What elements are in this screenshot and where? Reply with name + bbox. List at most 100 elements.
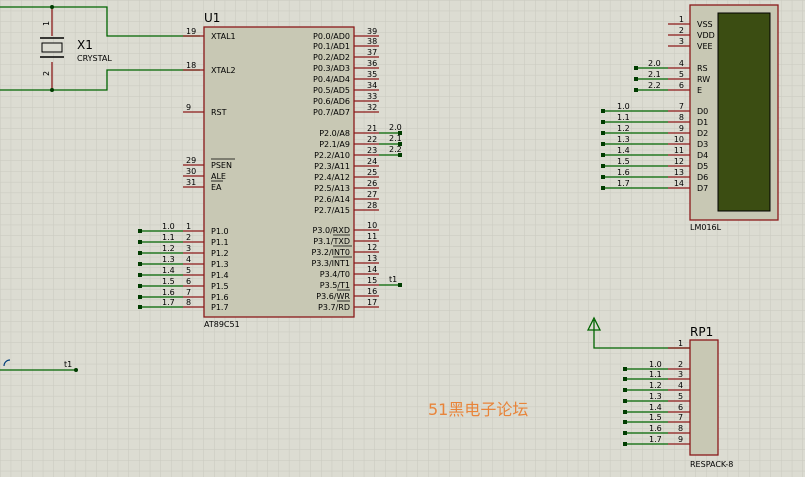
lcd-pin-number: 5 [679, 70, 684, 79]
respack-pin-number: 3 [678, 370, 683, 379]
mcu-pin-number: 16 [367, 287, 377, 296]
net-label: 2.1 [389, 134, 402, 143]
mcu-pin-name: P1.4 [211, 271, 229, 280]
mcu-pin-name: P2.0/A8 [319, 129, 350, 138]
mcu-pin-number: 10 [367, 221, 377, 230]
lcd-pin-name: D0 [697, 107, 708, 116]
net-label: 1.7 [162, 298, 175, 307]
net-label: 2.2 [648, 81, 661, 90]
mcu-pin-number: 31 [186, 178, 196, 187]
mcu-pin-name: P1.1 [211, 238, 229, 247]
mcu-pin-name: P0.6/AD6 [313, 97, 350, 106]
mcu-pin-number: 9 [186, 103, 191, 112]
respack-pin-number: 2 [678, 360, 683, 369]
respack-part: RESPACK-8 [690, 460, 733, 469]
mcu-pin-name: P1.7 [211, 303, 229, 312]
mcu-pin-name: P2.3/A11 [314, 162, 350, 171]
mcu-part: AT89C51 [204, 320, 240, 329]
mcu-pin-number: 27 [367, 190, 377, 199]
mcu-at89c51[interactable]: U1 AT89C51 [203, 11, 355, 329]
lcd-pin-name: RS [697, 64, 708, 73]
crystal-pin2-number: 2 [42, 71, 51, 76]
respack-pin-number: 4 [678, 381, 683, 390]
respack-rp1[interactable]: RP1 RESPACK-8 [586, 316, 733, 469]
mcu-pin-name: P1.0 [211, 227, 229, 236]
lcd-pin-number: 10 [674, 135, 684, 144]
watermark: 51黑电子论坛 [428, 400, 528, 419]
net-label: 2.2 [389, 145, 402, 154]
lcd-pin-name: D3 [697, 140, 708, 149]
net-label: 1.5 [617, 157, 630, 166]
lcd-lm016l[interactable]: LM016L [689, 4, 779, 232]
mcu-pin-name: P3.4/T0 [320, 270, 350, 279]
net-dot [398, 283, 402, 287]
lcd-screen [717, 12, 771, 212]
lcd-pin-name: VSS [697, 20, 713, 29]
mcu-pin-name: P0.0/AD0 [313, 32, 350, 41]
mcu-pin-name: P2.2/A10 [314, 151, 350, 160]
net-label: 1.0 [162, 222, 175, 231]
net-label: 1.5 [649, 413, 662, 422]
mcu-pin-name: P1.5 [211, 282, 229, 291]
mcu-pin-name: P1.3 [211, 260, 229, 269]
mcu-pin-number: 3 [186, 244, 191, 253]
mcu-pin-name: P2.6/A14 [314, 195, 350, 204]
net-label: 1.1 [649, 370, 662, 379]
mcu-pin-number: 14 [367, 265, 377, 274]
mcu-pin-number: 11 [367, 232, 377, 241]
crystal-value: CRYSTAL [77, 54, 112, 63]
net-label: 1.7 [617, 179, 630, 188]
lcd-pin-number: 7 [679, 102, 684, 111]
respack-pin-number: 1 [678, 339, 683, 348]
left-t1-net[interactable]: t1 [0, 359, 78, 372]
lcd-pin-name: D2 [697, 129, 708, 138]
mcu-pin-number: 37 [367, 48, 377, 57]
net-dot [138, 273, 142, 277]
net-dot [623, 442, 627, 446]
mcu-pin-name: P0.7/AD7 [313, 108, 350, 117]
mcu-ref: U1 [204, 11, 220, 25]
net-label: 2.1 [648, 70, 661, 79]
net-dot [634, 88, 638, 92]
mcu-pin-number: 8 [186, 298, 191, 307]
mcu-pin-name: P1.2 [211, 249, 229, 258]
mcu-pin-number: 28 [367, 201, 377, 210]
net-label: t1 [389, 275, 397, 284]
net-dot [138, 305, 142, 309]
mcu-pin-number: 39 [367, 27, 377, 36]
crystal-x1[interactable]: 1 2 X1 CRYSTAL [0, 5, 200, 92]
net-dot [601, 120, 605, 124]
net-label: 1.2 [162, 244, 175, 253]
net-label: 1.6 [162, 288, 175, 297]
net-dot [601, 153, 605, 157]
lcd-pin-name: D1 [697, 118, 708, 127]
mcu-pin-number: 33 [367, 92, 377, 101]
net-label: 1.4 [162, 266, 175, 275]
mcu-pin-name: P0.3/AD3 [313, 64, 350, 73]
net-dot [398, 131, 402, 135]
mcu-pin-number: 26 [367, 179, 377, 188]
respack-pin-number: 6 [678, 403, 683, 412]
mcu-pin-name: P0.2/AD2 [313, 53, 350, 62]
lcd-pin-name: D6 [697, 173, 708, 182]
lcd-pin-name: RW [697, 75, 710, 84]
lcd-pin-number: 13 [674, 168, 684, 177]
lcd-pin-number: 6 [679, 81, 684, 90]
net-label: 1.3 [617, 135, 630, 144]
mcu-pin-number: 17 [367, 298, 377, 307]
lcd-pin-name: D4 [697, 151, 708, 160]
mcu-pin-number: 34 [367, 81, 377, 90]
mcu-pin-name: P0.4/AD4 [313, 75, 350, 84]
mcu-pin-number: 7 [186, 288, 191, 297]
net-label: 2.0 [648, 59, 661, 68]
net-dot [623, 431, 627, 435]
mcu-pin-name: EA [211, 183, 222, 192]
lcd-pin-number: 2 [679, 26, 684, 35]
mcu-pin-name: XTAL1 [211, 32, 236, 41]
mcu-pin-number: 38 [367, 37, 377, 46]
net-dot [601, 109, 605, 113]
mcu-pin-name: P2.5/A13 [314, 184, 350, 193]
net-dot [138, 240, 142, 244]
mcu-pin-number: 35 [367, 70, 377, 79]
